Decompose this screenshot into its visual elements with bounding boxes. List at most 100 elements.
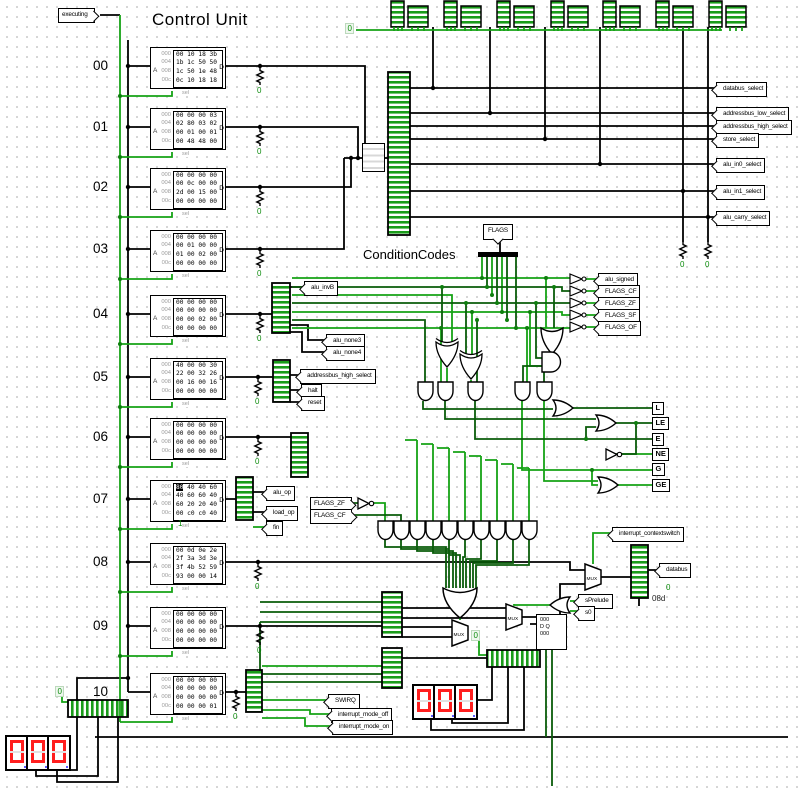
tunnel-swirq[interactable]: SWIRQ (328, 694, 360, 709)
resistor-value: 0 (257, 334, 262, 343)
pin-l[interactable]: L (652, 402, 664, 415)
tunnel-flags-of[interactable]: FLAGS_OF (598, 321, 641, 336)
tunnel-executing[interactable]: executing (58, 8, 95, 23)
tunnel-fin[interactable]: fin (266, 521, 284, 536)
databus-splitter (630, 544, 649, 599)
rom-a-port: A (153, 627, 158, 634)
tunnel-s0[interactable]: s0 (578, 606, 596, 621)
row-label-10: 10 (93, 684, 109, 699)
pin-le[interactable]: LE (652, 417, 669, 430)
rom-sel-port: sel (181, 522, 191, 529)
rom-a-port: A (153, 67, 158, 74)
rom-a-port: A (153, 128, 158, 135)
pin-ne[interactable]: NE (652, 448, 670, 461)
rom-sel-port: sel (181, 89, 191, 96)
mux-input-splitter-b (381, 647, 403, 689)
pin-g[interactable]: G (652, 463, 665, 476)
row-label-00: 00 (93, 58, 109, 73)
tunnel-flags[interactable]: FLAGS (483, 224, 513, 240)
tunnel-interrupt-mode-on[interactable]: interrupt_mode_on (332, 720, 394, 735)
tunnel-alu-carry-select[interactable]: alu_carry_select (716, 211, 771, 226)
bus-junctions (125, 63, 711, 695)
tunnel-load-op[interactable]: load_op (266, 506, 299, 521)
svg-text:MUX: MUX (587, 576, 598, 582)
resistor-value: 0 (257, 646, 262, 655)
flag-driver (569, 321, 587, 333)
rom-d-port: D (219, 497, 224, 504)
pin-e[interactable]: E (652, 433, 665, 446)
rom04-splitter (271, 282, 291, 334)
tunnel-alu-none4[interactable]: alu_none4 (326, 346, 366, 361)
control-word-probe (362, 143, 385, 172)
bottom-left-splitter (67, 699, 129, 718)
top-splitter-pairs (390, 0, 747, 32)
flag-driver (569, 297, 587, 309)
tunnel-databus[interactable]: databus (659, 563, 692, 578)
and-gate (536, 381, 553, 402)
rom-sel-port: sel (181, 715, 191, 722)
tunnel-alu-in0-select[interactable]: alu_in0_select (716, 158, 766, 173)
splitter-zero: 0 (666, 583, 671, 592)
tunnel-alu-op[interactable]: alu_op (266, 486, 295, 501)
tunnel-alu-invb[interactable]: alu_invB (304, 281, 338, 296)
tunnel-reset[interactable]: reset (301, 396, 326, 411)
rom-d-port: D (219, 64, 224, 71)
tunnel-store-select[interactable]: store_select (716, 133, 760, 148)
row-label-05: 05 (93, 369, 109, 384)
resistor-value: 0 (257, 147, 262, 156)
tunnel-alu-in1-select[interactable]: alu_in1_select (716, 185, 766, 200)
tunnel-databus-select[interactable]: databus_select (716, 82, 768, 97)
rom-a-port: A (153, 378, 158, 385)
splitters (67, 71, 649, 718)
rom-d-port: D (219, 125, 224, 132)
svg-text:MUX: MUX (508, 616, 519, 622)
mux-3: MUX (584, 563, 602, 591)
state-register[interactable]: 000 D Q 000 (536, 614, 567, 650)
rom-a-port: A (153, 315, 158, 322)
bus-value-08d: 08d (652, 594, 666, 603)
big-or-gate (442, 587, 478, 619)
row-label-01: 01 (93, 119, 109, 134)
tunnel-flags-cf-in[interactable]: FLAGS_CF (310, 509, 353, 524)
tunnel-addressbus-high-select-2[interactable]: addressbus_high_select (300, 369, 376, 384)
resistor-value: 0 (680, 260, 685, 269)
tunnel-interrupt-contextswitch[interactable]: interrupt_contextswitch (612, 527, 684, 542)
row-label-04: 04 (93, 306, 109, 321)
not-gate (605, 448, 623, 461)
left-bus-wires (76, 14, 150, 700)
probe-display-bus: 0 (471, 630, 481, 641)
decimal-point (23, 765, 26, 768)
pin-ge[interactable]: GE (652, 479, 670, 492)
